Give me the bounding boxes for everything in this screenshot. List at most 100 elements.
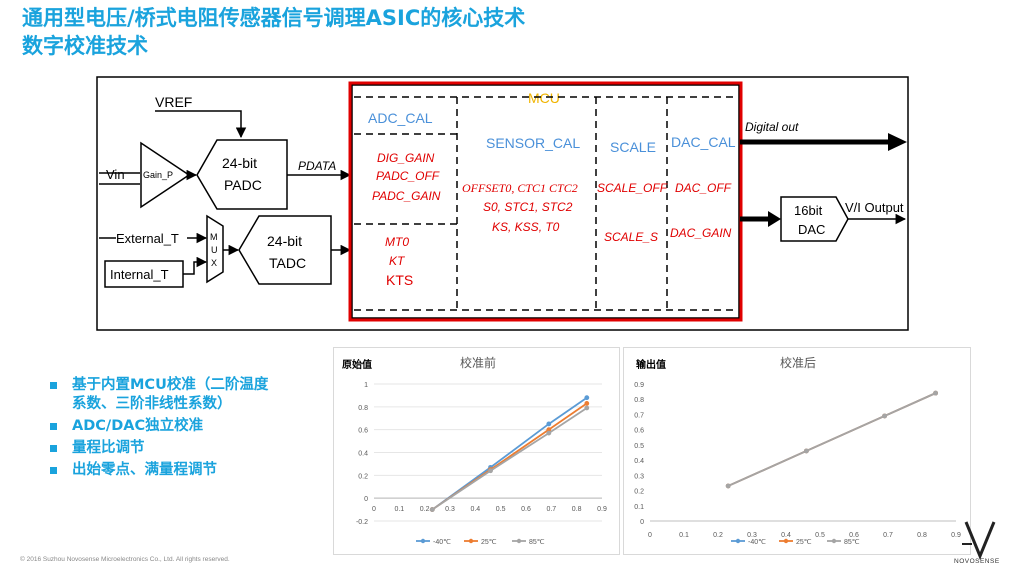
param-kts: KTS bbox=[386, 272, 413, 288]
x-tick-label: 0.5 bbox=[815, 532, 825, 539]
data-point bbox=[804, 448, 809, 454]
x-tick-label: 0.5 bbox=[496, 506, 506, 513]
legend-label: 85℃ bbox=[844, 539, 860, 546]
y-tick-label: 1 bbox=[364, 382, 368, 389]
y-tick-label: -0.2 bbox=[356, 519, 368, 526]
dac-block bbox=[780, 196, 849, 242]
param-scale-s: SCALE_S bbox=[604, 230, 658, 244]
copyright-footer: © 2016 Suzhou Novosense Microelectronics… bbox=[20, 556, 230, 563]
chart-ylabel: 原始值 bbox=[342, 358, 372, 371]
x-tick-label: 0.4 bbox=[781, 532, 791, 539]
param-kt: KT bbox=[389, 254, 406, 268]
bullet-square-icon bbox=[50, 382, 57, 389]
legend-marker bbox=[783, 538, 789, 544]
x-tick-label: 0.9 bbox=[951, 532, 961, 539]
data-point bbox=[584, 405, 590, 411]
y-tick-label: 0.9 bbox=[634, 382, 644, 389]
mcu-label: MCU bbox=[528, 90, 560, 106]
series-line-3 bbox=[431, 407, 588, 511]
col-sensor-cal: SENSOR_CAL bbox=[486, 135, 580, 151]
vref-label: VREF bbox=[155, 94, 192, 110]
y-tick-label: 0.5 bbox=[634, 443, 644, 450]
feature-text-1a: 基于内置MCU校准（二阶温度 bbox=[72, 377, 269, 393]
data-point bbox=[546, 427, 552, 433]
gain-p-amplifier bbox=[140, 141, 191, 209]
feature-item-1: 基于内置MCU校准（二阶温度 系数、三阶非线性系数） bbox=[48, 376, 338, 414]
logo-text: NOVOSENSE bbox=[954, 558, 1000, 565]
feature-text-4: 出始零点、满量程调节 bbox=[72, 462, 217, 478]
to-dac-arrowhead bbox=[768, 211, 781, 227]
data-point bbox=[546, 421, 552, 427]
data-point bbox=[488, 468, 493, 474]
data-point bbox=[882, 413, 887, 419]
mux-label-m: M bbox=[210, 232, 218, 242]
y-tick-label: 0.2 bbox=[358, 473, 368, 480]
vref-line bbox=[155, 110, 247, 139]
y-tick-label: 0.7 bbox=[634, 412, 644, 419]
internal-t-label: Internal_T bbox=[110, 267, 169, 282]
legend-label: -40℃ bbox=[433, 539, 451, 546]
x-tick-label: 0.2 bbox=[713, 532, 723, 539]
x-tick-label: 0.7 bbox=[883, 532, 893, 539]
internal-t-box bbox=[104, 260, 184, 288]
data-point bbox=[546, 430, 552, 436]
param-ks-kss-t0: KS, KSS, T0 bbox=[492, 220, 560, 234]
param-dac-gain: DAC_GAIN bbox=[670, 226, 732, 240]
padc-label-2: PADC bbox=[224, 177, 262, 193]
feature-text-1b: 系数、三阶非线性系数） bbox=[72, 396, 232, 412]
x-tick-label: 0.7 bbox=[546, 506, 556, 513]
param-scale-off: SCALE_OFF bbox=[597, 181, 668, 195]
y-tick-label: 0.2 bbox=[634, 489, 644, 496]
x-tick-label: 0.6 bbox=[521, 506, 531, 513]
param-dig-gain: DIG_GAIN bbox=[377, 151, 435, 165]
chart-title: 校准前 bbox=[460, 355, 496, 370]
legend-label: -40℃ bbox=[748, 539, 766, 546]
y-tick-label: 0 bbox=[640, 519, 644, 526]
data-point bbox=[725, 483, 731, 489]
legend-marker bbox=[420, 538, 426, 544]
series-line-3 bbox=[727, 392, 936, 487]
vi-output-label: V/I Output bbox=[845, 200, 904, 215]
x-tick-label: 0.6 bbox=[849, 532, 859, 539]
internal-t-line bbox=[183, 256, 208, 275]
y-tick-label: 0.1 bbox=[634, 504, 644, 511]
title-line-2: 数字校准技术 bbox=[22, 34, 148, 58]
legend-marker bbox=[468, 538, 474, 544]
feature-text-2: ADC/DAC独立校准 bbox=[72, 418, 204, 434]
padc-block bbox=[196, 139, 288, 210]
param-offset0-ctc: OFFSET0, CTC1 CTC2 bbox=[462, 181, 578, 195]
feature-item-2: ADC/DAC独立校准 bbox=[48, 417, 338, 436]
x-tick-label: 0.8 bbox=[917, 532, 927, 539]
col-dac-cal: DAC_CAL bbox=[671, 134, 736, 150]
y-tick-label: 0.6 bbox=[634, 428, 644, 435]
series-line-1 bbox=[431, 396, 588, 511]
y-tick-label: 0.4 bbox=[358, 451, 368, 458]
x-tick-label: 0.8 bbox=[572, 506, 582, 513]
data-point bbox=[584, 401, 590, 406]
y-tick-label: 0.8 bbox=[634, 397, 644, 404]
x-tick-label: 0.1 bbox=[394, 506, 404, 513]
legend-marker bbox=[831, 538, 837, 544]
x-tick-label: 0.3 bbox=[747, 532, 757, 539]
feature-list: 基于内置MCU校准（二阶温度 系数、三阶非线性系数） ADC/DAC独立校准 量… bbox=[48, 376, 338, 483]
digital-out-label: Digital out bbox=[745, 120, 799, 134]
bullet-square-icon bbox=[50, 445, 57, 452]
legend-label: 85℃ bbox=[529, 539, 545, 546]
y-tick-label: 0.4 bbox=[634, 458, 644, 465]
param-dac-off: DAC_OFF bbox=[675, 181, 732, 195]
mux-block bbox=[206, 214, 224, 284]
y-tick-label: 0.8 bbox=[358, 405, 368, 412]
param-mt0: MT0 bbox=[385, 235, 409, 249]
x-tick-label: 0.1 bbox=[679, 532, 689, 539]
y-tick-label: 0.6 bbox=[358, 428, 368, 435]
digital-out-arrowhead bbox=[888, 133, 907, 151]
padc-label-1: 24-bit bbox=[222, 155, 257, 171]
param-padc-off: PADC_OFF bbox=[376, 169, 440, 183]
y-tick-label: 0.3 bbox=[634, 473, 644, 480]
tadc-label-2: TADC bbox=[269, 255, 306, 271]
param-s0-stc: S0, STC1, STC2 bbox=[483, 200, 573, 214]
